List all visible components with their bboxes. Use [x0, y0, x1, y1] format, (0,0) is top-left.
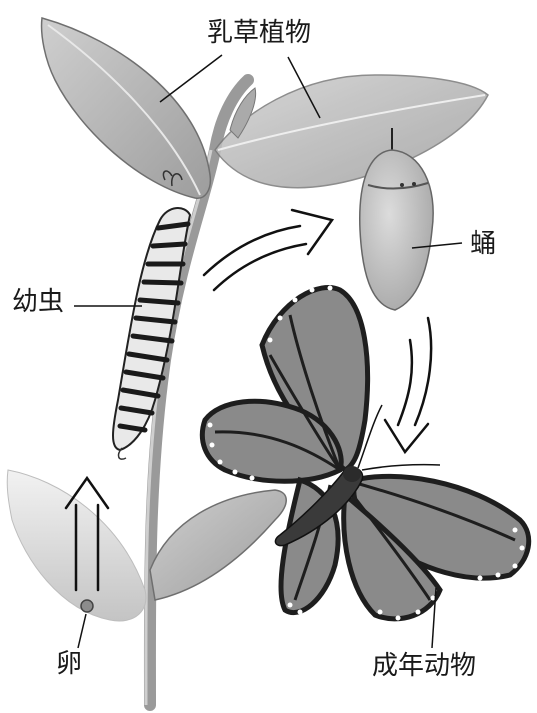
label-pupa: 蛹 — [470, 231, 496, 257]
leader-line-plant-left — [160, 55, 222, 102]
label-larva: 幼虫 — [12, 289, 64, 315]
label-milkweed-plant: 乳草植物 — [207, 20, 311, 46]
leader-line-egg — [78, 614, 86, 648]
arrow-larva-to-pupa — [204, 210, 332, 290]
arrow-pupa-to-adult — [385, 318, 431, 452]
leaf-top-left — [42, 18, 211, 198]
egg — [81, 600, 93, 612]
label-egg: 卵 — [56, 651, 82, 677]
label-adult: 成年动物 — [372, 653, 476, 679]
leaf-bottom-right — [150, 490, 286, 600]
butterfly — [202, 286, 528, 621]
